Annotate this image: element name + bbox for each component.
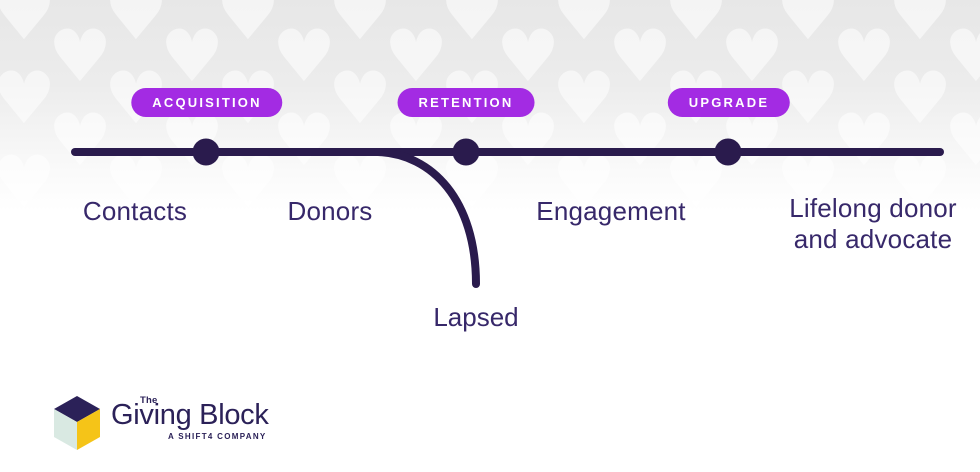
- stage-label-engagement: Engagement: [536, 196, 686, 226]
- heart-icon: ♥: [103, 0, 169, 56]
- logo-the-text: The: [140, 395, 158, 406]
- badge-retention: RETENTION: [397, 88, 535, 117]
- hearts-pattern-background: ♥♥♥♥♥♥♥♥♥♥♥♥♥♥♥♥♥♥♥♥♥♥♥♥♥♥♥♥♥♥♥♥♥♥♥♥♥♥♥♥…: [0, 0, 980, 220]
- heart-icon: ♥: [0, 56, 57, 140]
- lapsed-branch-curve: [374, 148, 480, 288]
- badge-acquisition: ACQUISITION: [131, 88, 283, 117]
- heart-icon: ♥: [831, 14, 897, 98]
- heart-icon: ♥: [607, 98, 673, 182]
- timeline-dot-acquisition: [192, 138, 220, 166]
- heart-icon: ♥: [831, 98, 897, 182]
- heart-icon: ♥: [551, 0, 617, 56]
- heart-icon: ♥: [887, 140, 953, 220]
- logo-name-text: Giving Block: [111, 399, 269, 431]
- heart-icon: ♥: [215, 140, 281, 220]
- heart-icon: ♥: [943, 98, 980, 182]
- heart-icon: ♥: [383, 14, 449, 98]
- stage-label-contacts: Contacts: [82, 196, 188, 226]
- heart-icon: ♥: [47, 14, 113, 98]
- heart-icon: ♥: [775, 0, 841, 56]
- heart-icon: ♥: [0, 0, 57, 56]
- heart-icon: ♥: [607, 14, 673, 98]
- heart-icon: ♥: [271, 98, 337, 182]
- heart-icon: ♥: [887, 56, 953, 140]
- heart-icon: ♥: [495, 14, 561, 98]
- heart-icon: ♥: [887, 0, 953, 56]
- heart-icon: ♥: [943, 14, 980, 98]
- timeline-dot-upgrade: [714, 138, 742, 166]
- heart-icon: ♥: [103, 140, 169, 220]
- heart-icon: ♥: [719, 14, 785, 98]
- heart-icon: ♥: [663, 0, 729, 56]
- heart-icon: ♥: [271, 14, 337, 98]
- timeline-dot-retention: [452, 138, 480, 166]
- heart-icon: ♥: [439, 0, 505, 56]
- logo-wordmark: The Giving Block A SHIFT4 COMPANY: [111, 394, 269, 441]
- heart-icon: ♥: [327, 56, 393, 140]
- cube-icon: [54, 396, 100, 450]
- heart-icon: ♥: [47, 98, 113, 182]
- heart-icon: ♥: [159, 14, 225, 98]
- heart-icon: ♥: [775, 140, 841, 220]
- stage-label-donors: Donors: [287, 196, 373, 226]
- heart-icon: ♥: [327, 0, 393, 56]
- lapsed-label: Lapsed: [433, 302, 519, 332]
- heart-icon: ♥: [215, 0, 281, 56]
- badge-upgrade: UPGRADE: [667, 88, 791, 117]
- stage-label-lifelong-donor: Lifelong donor and advocate: [789, 193, 957, 254]
- logo-tagline-text: A SHIFT4 COMPANY: [167, 432, 267, 441]
- giving-block-logo: The Giving Block A SHIFT4 COMPANY: [54, 394, 269, 450]
- heart-icon: ♥: [0, 140, 57, 220]
- heart-icon: ♥: [327, 140, 393, 220]
- heart-icon: ♥: [551, 56, 617, 140]
- heart-icon: ♥: [551, 140, 617, 220]
